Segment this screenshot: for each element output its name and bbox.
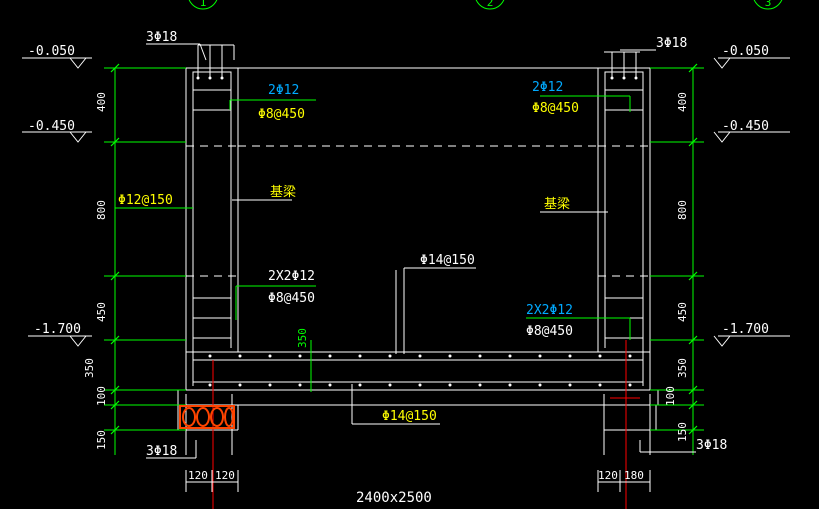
elev-right-1: -0.050	[722, 44, 769, 59]
axis-bubble-3	[753, 0, 783, 10]
red-axis-lines	[212, 340, 640, 509]
dim-bottom-right-2: 180	[624, 469, 644, 482]
callout-wall-left: Φ12@150	[118, 193, 173, 208]
axis-bubble-2-label: 2	[487, 0, 494, 9]
dim-right-450: 450	[676, 302, 689, 322]
dim-bottom-right-1: 120	[598, 469, 618, 482]
callout-bottom-left: 3Φ18	[146, 444, 177, 459]
dim-left-150: 150	[95, 430, 108, 450]
elev-right-2: -0.450	[722, 119, 769, 134]
elev-left-3: -1.700	[34, 322, 81, 337]
pit-outline	[177, 44, 659, 455]
label-left-mark: 基梁	[270, 185, 296, 200]
elev-right-3: -1.700	[722, 322, 769, 337]
callout-slab-top: Φ14@150	[420, 253, 475, 268]
callout-top-right: 3Φ18	[656, 36, 687, 51]
dim-left-100: 100	[95, 386, 108, 406]
slab-rebar-dots	[196, 76, 638, 387]
axis-bubble-1	[188, 0, 218, 10]
callout-beam-top-left-main: 2Φ12	[268, 83, 299, 98]
elevation-markers	[22, 57, 790, 347]
hatch-block	[179, 405, 235, 429]
dim-left-450: 450	[95, 302, 108, 322]
elev-left-2: -0.450	[28, 119, 75, 134]
dim-right-150: 150	[676, 422, 689, 442]
callout-beam-bot-right-stirrup: Φ8@450	[526, 324, 573, 339]
callout-beam-bot-right-main: 2X2Φ12	[526, 303, 573, 318]
dashed-lines	[186, 145, 650, 277]
callout-slab-bottom: Φ14@150	[382, 409, 437, 424]
callout-beam-top-right-stirrup: Φ8@450	[532, 101, 579, 116]
dim-bottom-left-1: 120	[188, 469, 208, 482]
callout-bottom-right: 3Φ18	[696, 438, 727, 453]
dim-right-350: 350	[676, 358, 689, 378]
callout-top-left: 3Φ18	[146, 30, 177, 45]
leader-lines	[115, 95, 631, 340]
axis-bubble-2	[475, 0, 505, 10]
dim-inner-350: 350	[296, 328, 309, 348]
axis-bubble-3-label: 3	[765, 0, 772, 9]
dim-left-800: 800	[95, 200, 108, 220]
label-right-mark: 基梁	[544, 197, 570, 212]
section-size: 2400x2500	[356, 490, 432, 506]
dim-right-100: 100	[664, 386, 677, 406]
axis-bubble-1-label: 1	[200, 0, 207, 9]
callout-beam-bot-left-main: 2X2Φ12	[268, 269, 315, 284]
dim-left-350: 350	[83, 358, 96, 378]
elev-left-1: -0.050	[28, 44, 75, 59]
dimension-ticks	[110, 63, 698, 435]
bottom-dims	[185, 470, 651, 492]
dimension-lines-left	[104, 67, 186, 455]
dim-right-400: 400	[676, 92, 689, 112]
callout-beam-top-left-stirrup: Φ8@450	[258, 107, 305, 122]
leader-lines-white	[146, 43, 696, 459]
axis-bubbles	[188, 0, 783, 10]
dim-right-800: 800	[676, 200, 689, 220]
dim-bottom-left-2: 120	[215, 469, 235, 482]
dim-left-400: 400	[95, 92, 108, 112]
callout-beam-bot-left-stirrup: Φ8@450	[268, 291, 315, 306]
callout-beam-top-right-main: 2Φ12	[532, 80, 563, 95]
